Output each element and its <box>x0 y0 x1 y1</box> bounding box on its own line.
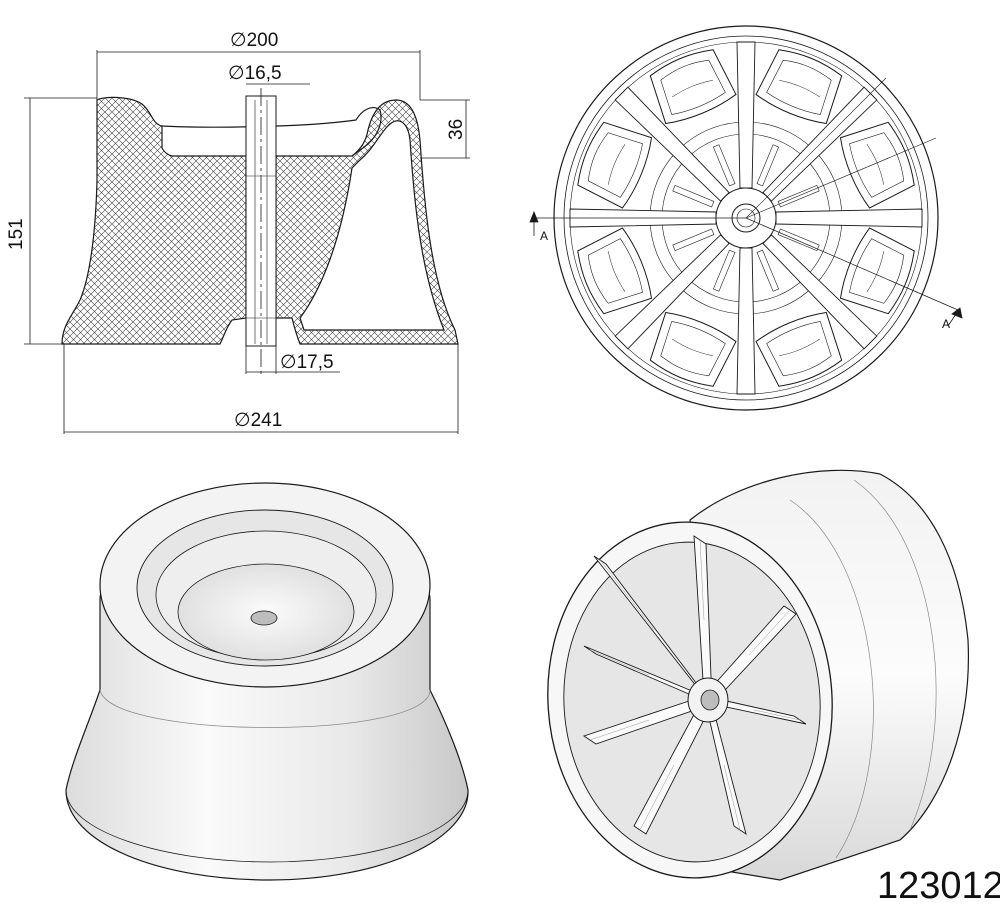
svg-text:∅16,5: ∅16,5 <box>228 63 282 84</box>
svg-text:A: A <box>540 229 548 243</box>
rib-body <box>712 144 736 187</box>
section-arrow-left: A <box>529 210 548 243</box>
section-arrow-right: A <box>942 307 963 331</box>
dim-bore-top: ∅16,5 <box>228 63 282 84</box>
dim-total-height: 151 <box>6 218 27 250</box>
rib <box>756 249 780 292</box>
rib <box>756 144 780 187</box>
spoke-window <box>839 227 915 315</box>
window-curve <box>779 338 821 357</box>
section-view: ∅200 ∅16,5 36 151 ∅17,5 ∅241 <box>6 30 470 434</box>
rib-body <box>672 184 715 208</box>
dim-rim-height: 36 <box>446 119 467 140</box>
window-curve <box>671 79 713 98</box>
window-inner <box>587 238 643 304</box>
window-inner <box>587 132 643 198</box>
iso-view-open <box>547 469 970 881</box>
dim-bore-bottom: ∅17,5 <box>280 352 334 373</box>
window-curve <box>607 251 626 293</box>
spoke-body <box>775 208 923 228</box>
iso-closed-belt <box>99 689 431 728</box>
iso-spoke-edge <box>753 709 801 721</box>
spoke-body <box>736 41 756 189</box>
svg-text:A: A <box>942 317 950 331</box>
spoke <box>736 41 756 189</box>
iso-spoke-edge <box>723 764 741 831</box>
rib <box>672 228 715 252</box>
spoke-window <box>577 121 653 209</box>
window-curve <box>866 251 885 293</box>
iso-open-drum-line-2 <box>853 479 937 831</box>
iso-view-closed <box>65 482 469 881</box>
section-hatch-left <box>61 96 247 345</box>
iso-spoke-edge <box>639 764 675 831</box>
hub-ribs <box>672 144 820 292</box>
spoke-window <box>649 49 737 125</box>
iso-spoke-edge <box>748 609 791 656</box>
spoke <box>775 208 923 228</box>
rib <box>672 184 715 208</box>
window-curve <box>866 143 885 185</box>
dim-base: ∅241 <box>234 410 282 431</box>
section-hatch-right <box>275 99 459 345</box>
svg-text:∅17,5: ∅17,5 <box>280 352 334 373</box>
dim-outer-top: ∅200 <box>230 30 278 51</box>
spoke-window <box>755 49 843 125</box>
dish-profile <box>161 107 382 157</box>
window-inner <box>849 238 905 304</box>
spoke <box>736 247 756 395</box>
window-curve <box>779 79 821 98</box>
dimension-lines <box>24 50 470 434</box>
iso-closed-hole <box>250 610 278 626</box>
part-number: 123012 <box>877 865 1000 907</box>
section-line-2 <box>745 217 959 311</box>
rib <box>712 249 736 292</box>
window-outline <box>577 227 653 315</box>
window-curve <box>671 338 713 357</box>
rib-body <box>672 228 715 252</box>
front-view: A A <box>529 25 963 411</box>
spoke-body <box>736 247 756 395</box>
window-inner <box>849 132 905 198</box>
rib <box>712 144 736 187</box>
window-outline <box>839 121 915 209</box>
rib-body <box>756 144 780 187</box>
iso-spoke-edge <box>589 649 650 676</box>
window-outline <box>755 311 843 387</box>
window-outline <box>755 49 843 125</box>
spoke-windows <box>577 49 915 387</box>
iso-open-hub-hole <box>700 689 720 711</box>
window-inner <box>766 321 832 377</box>
iso-spoke-edge <box>699 539 705 621</box>
leader-line <box>745 137 937 219</box>
spoke-window <box>649 311 737 387</box>
iso-open-spokes <box>582 535 807 836</box>
spokes <box>569 41 923 395</box>
iso-closed-base-line <box>65 789 469 863</box>
rib-body <box>756 249 780 292</box>
window-outline <box>839 227 915 315</box>
window-outline <box>577 121 653 209</box>
window-curve <box>607 143 626 185</box>
svg-text:∅241: ∅241 <box>234 410 282 431</box>
svg-text:∅200: ∅200 <box>230 30 278 51</box>
spoke-window <box>839 121 915 209</box>
spoke-window <box>755 311 843 387</box>
window-outline <box>649 49 737 125</box>
iso-spoke-edge <box>599 559 655 631</box>
leader-line-2 <box>745 77 887 219</box>
window-inner <box>660 59 726 115</box>
window-inner <box>660 321 726 377</box>
iso-spoke-edge <box>589 719 650 741</box>
rib-body <box>712 249 736 292</box>
iso-open-drum-line <box>789 499 874 859</box>
window-outline <box>649 311 737 387</box>
window-inner <box>766 59 832 115</box>
spoke-window <box>577 227 653 315</box>
